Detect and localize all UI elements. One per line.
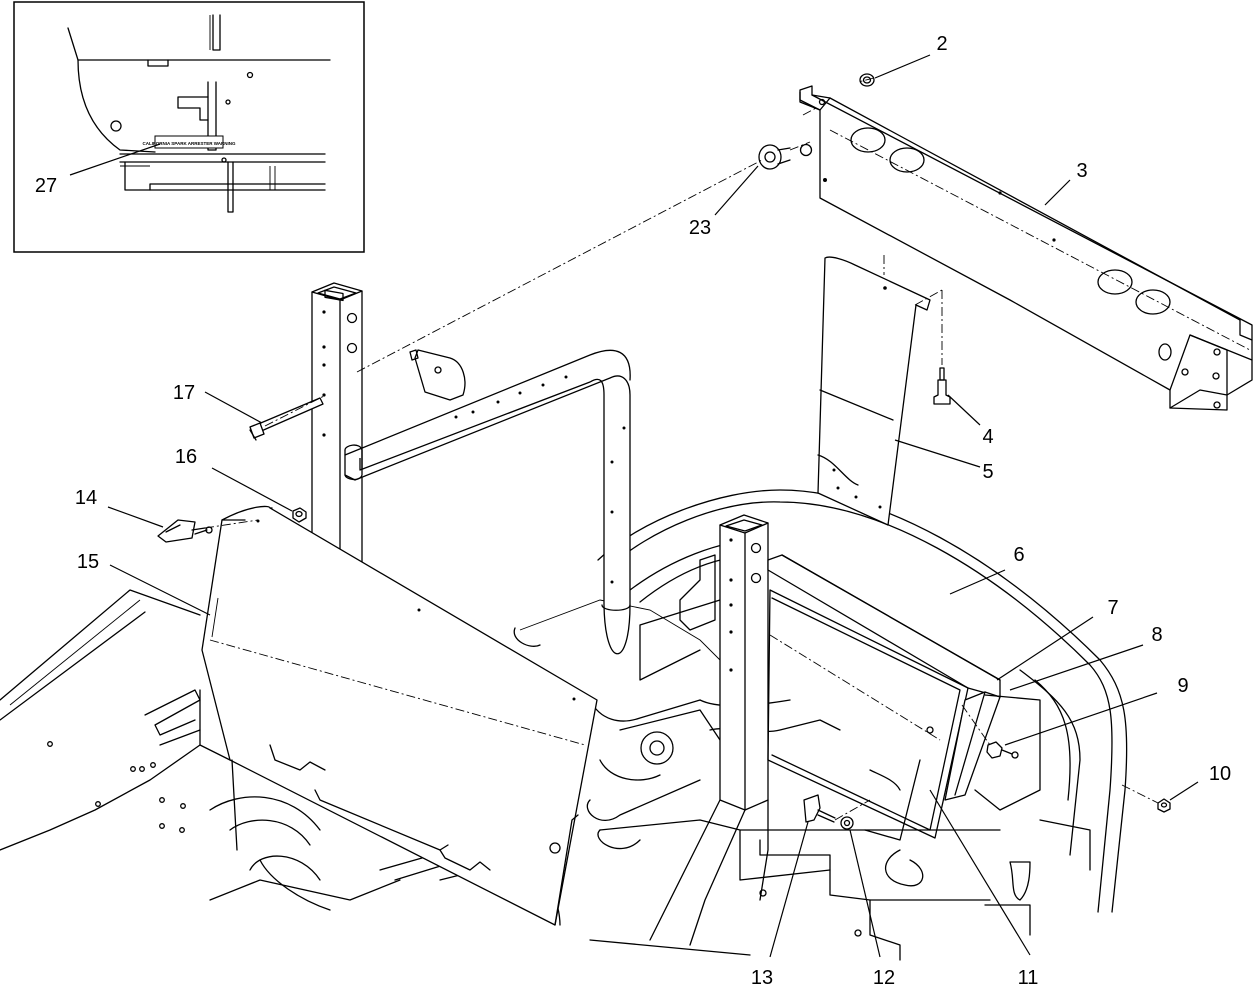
decal-text: CALIFORNIA SPARK ARRESTER WARNING: [142, 141, 236, 146]
callout-5: 5: [982, 461, 993, 483]
callout-8: 8: [1151, 624, 1162, 646]
decal-27: CALIFORNIA SPARK ARRESTER WARNING: [142, 135, 236, 149]
callout-3: 3: [1076, 160, 1087, 182]
nut-10: [1157, 798, 1171, 813]
callout-7: 7: [1107, 597, 1118, 619]
callout-11: 11: [1018, 967, 1039, 989]
callout-2: 2: [936, 33, 947, 55]
cross-beam-3: [799, 85, 1253, 411]
callout-6: 6: [1013, 544, 1024, 566]
callout-labels: 2 3 4 5 6 7 8 9 10 11 12 13 14 15 16 17 …: [35, 33, 1231, 989]
latch-13: [803, 794, 836, 823]
roll-bar-hoop: [344, 349, 631, 655]
callout-12: 12: [873, 967, 895, 989]
inset-frame: [13, 1, 365, 253]
callout-23: 23: [689, 217, 711, 239]
callout-27: 27: [35, 175, 57, 197]
callout-9: 9: [1177, 675, 1188, 697]
nut-16: [292, 507, 307, 523]
latch-14: [157, 519, 213, 543]
callout-16: 16: [175, 446, 197, 468]
inset-detail: CALIFORNIA SPARK ARRESTER WARNING: [13, 1, 365, 253]
callout-14: 14: [75, 487, 97, 509]
screw-4: [933, 367, 951, 405]
callout-4: 4: [982, 426, 993, 448]
callout-10: 10: [1209, 763, 1231, 785]
rear-window-assembly: [767, 554, 1041, 841]
rear-shield-15: [201, 505, 598, 926]
heat-shield-5: [817, 256, 931, 526]
bolt-17: [249, 397, 324, 441]
washer-12: [840, 816, 854, 830]
bushing-23: [758, 144, 791, 170]
left-deck: [0, 589, 751, 956]
callout-13: 13: [751, 967, 773, 989]
callout-15: 15: [77, 551, 99, 573]
callout-17: 17: [173, 382, 195, 404]
assembly-centerlines: [204, 77, 1159, 821]
nut-9: [986, 741, 1019, 759]
roll-bar-post-right: [649, 514, 769, 946]
leader-lines: [69, 54, 1199, 958]
